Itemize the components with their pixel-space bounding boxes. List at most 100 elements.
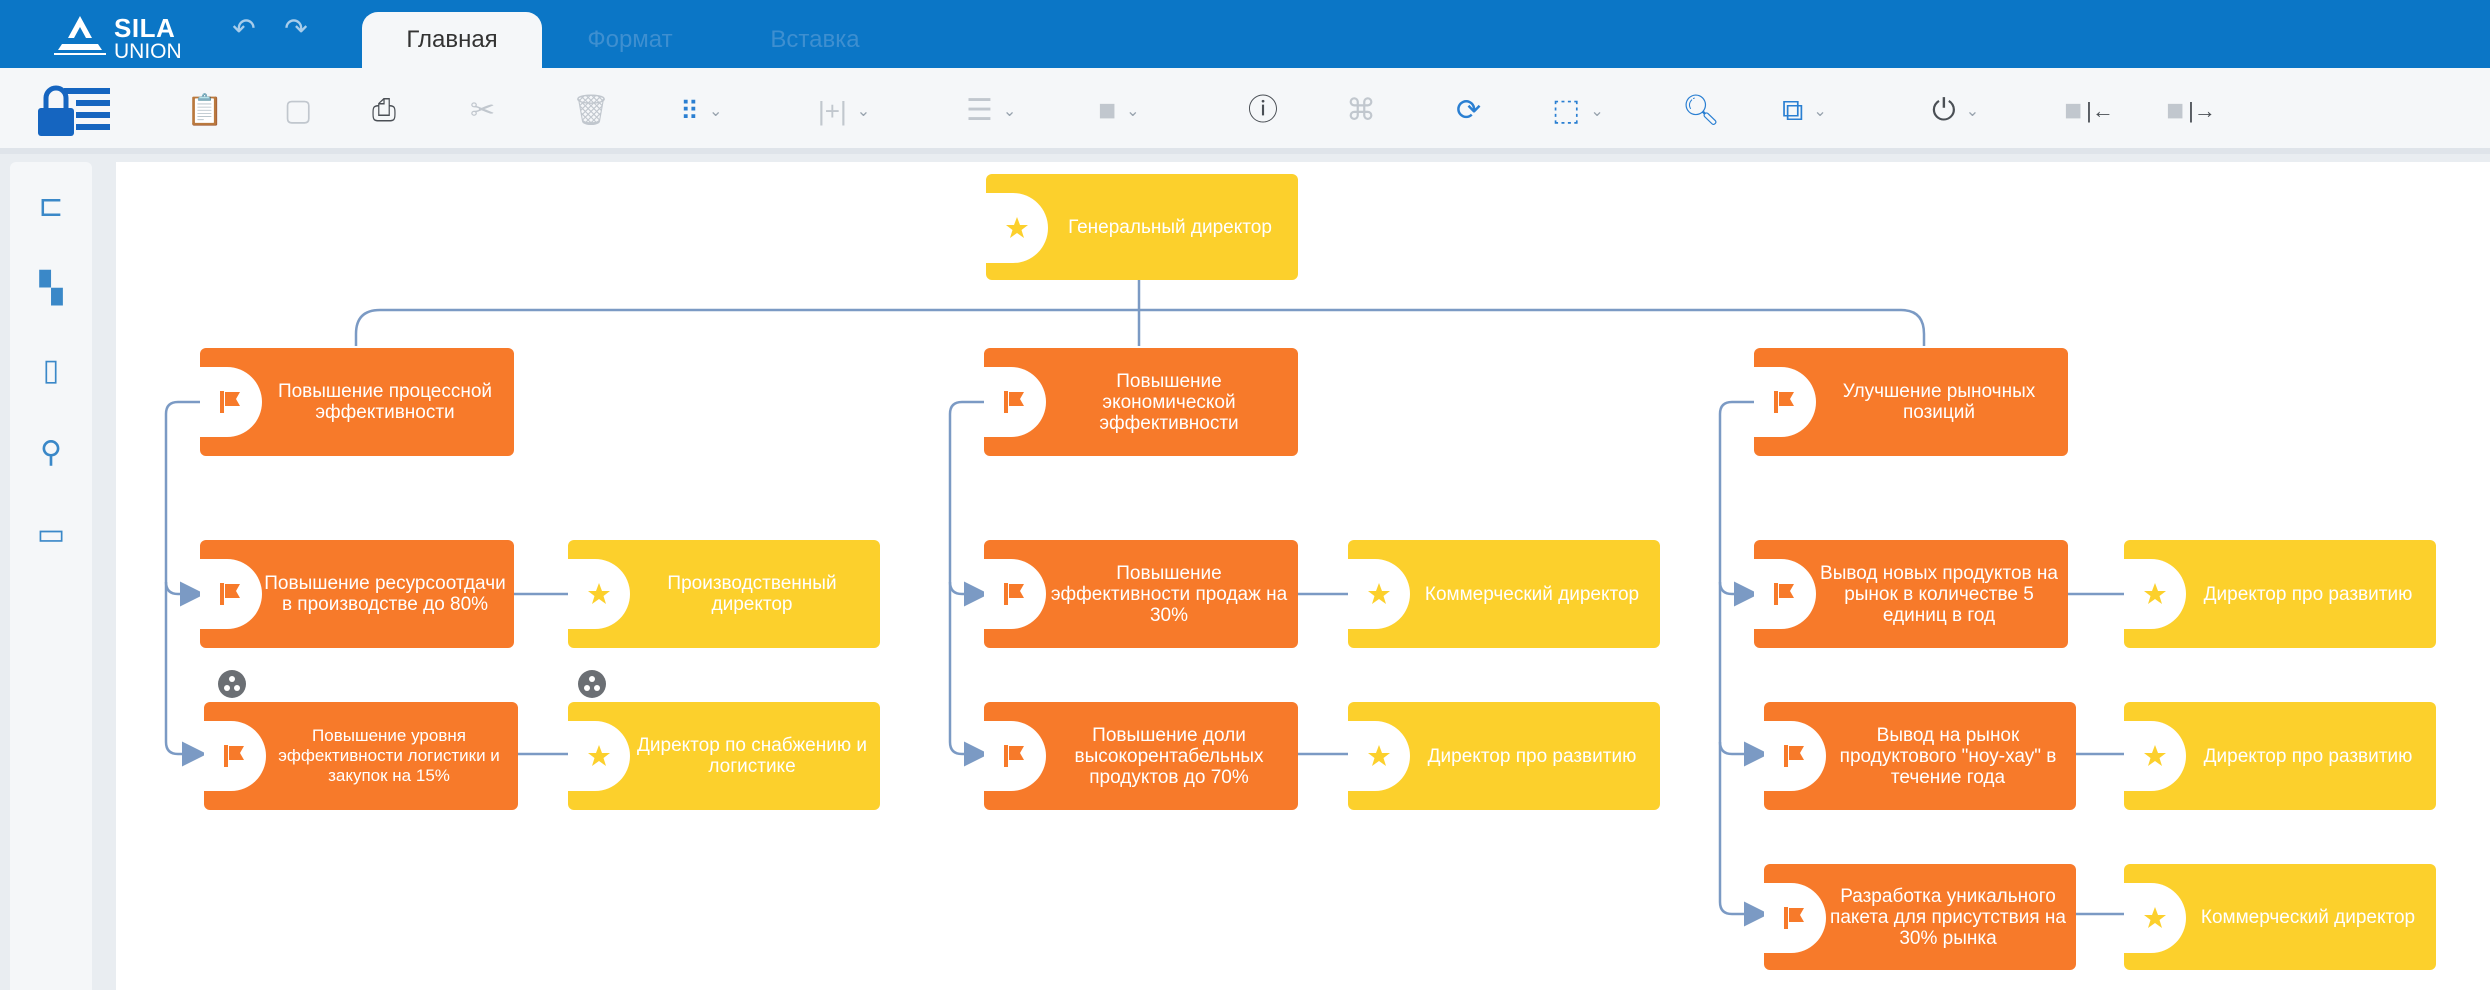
collapse-left-icon: ■ (2064, 94, 2083, 127)
expand-right-icon: ■ (2166, 94, 2185, 127)
flag-icon (1774, 391, 1794, 413)
toolbar: 📋 ▢ ⎙ ✂ 🗑 ⠿⌄ |+|⌄ ☰⌄ ■⌄ ⓘ ⌘ ⟳ ⬚⌄ 🔍︎ ⧉⌄ ⏻… (0, 68, 2490, 154)
diagram-canvas[interactable]: Генеральный директор Повышение процессно… (116, 162, 2490, 990)
node-subgoal[interactable]: Повышение ресурсоотдачи в производстве д… (200, 540, 514, 648)
node-subgoal[interactable]: Вывод на рынок продуктового "ноу-хау" в … (1764, 702, 2076, 810)
search-icon: 🔍︎ (1682, 94, 1721, 127)
comments-icon[interactable]: ▭ (36, 518, 66, 551)
chevron-down-icon: ⌄ (709, 103, 723, 120)
node-goal-market[interactable]: Улучшение рыночных позиций (1754, 348, 2068, 456)
undo-icon[interactable]: ↶ (232, 13, 256, 44)
refresh-button[interactable]: ⟳ (1456, 88, 1481, 134)
sub-chart-badge[interactable] (578, 670, 606, 698)
node-label: Директор про развитию (1427, 745, 1637, 767)
node-subgoal[interactable]: Вывод новых продуктов на рынок в количес… (1754, 540, 2068, 648)
power-dropdown[interactable]: ⏻⌄ (1932, 88, 1979, 134)
node-label: Вывод на рынок продуктового "ноу-хау" в … (1839, 724, 2057, 788)
copy-button[interactable]: ▢ (284, 88, 312, 134)
info-icon: ⓘ (1248, 94, 1278, 127)
lock-icon[interactable] (36, 82, 112, 138)
node-label: Вывод новых продуктов на рынок в количес… (1820, 562, 2058, 626)
print-button[interactable]: ⎙ (372, 88, 396, 134)
node-tag (1348, 721, 1410, 791)
flag-icon (224, 745, 244, 767)
power-icon: ⏻ (1932, 94, 1956, 127)
export-dropdown[interactable]: ⧉⌄ (1782, 88, 1827, 134)
node-tag (1754, 367, 1816, 437)
select-dropdown[interactable]: ⬚⌄ (1552, 88, 1604, 134)
node-label: Повышение ресурсоотдачи в производстве д… (264, 573, 506, 615)
tab-main[interactable]: Главная (362, 12, 542, 68)
collapse-left-button[interactable]: ■|← (2064, 94, 2114, 127)
paste-button[interactable]: 📋 (186, 88, 223, 134)
flag-icon (1784, 907, 1804, 929)
print-icon: ⎙ (372, 94, 396, 127)
node-label: Директор про развитию (2203, 745, 2413, 767)
redo-icon[interactable]: ↷ (284, 13, 308, 44)
flag-icon (220, 391, 240, 413)
insert-dropdown[interactable]: |+|⌄ (818, 88, 870, 134)
logo-text-union: UNION (114, 40, 182, 63)
node-tag (986, 193, 1048, 263)
node-label: Повышение процессной эффективности (277, 381, 493, 423)
hierarchy-button[interactable]: ⌘ (1346, 88, 1376, 134)
node-label: Разработка уникального пакета для присут… (1830, 885, 2066, 949)
shapes-icon[interactable]: ▚ (39, 272, 63, 305)
node-goal-process[interactable]: Повышение процессной эффективности (200, 348, 514, 456)
flag-icon (1004, 745, 1024, 767)
page-icon[interactable]: ▯ (42, 354, 60, 387)
node-subgoal[interactable]: Разработка уникального пакета для присут… (1764, 864, 2076, 970)
search-icon[interactable]: ⚲ (40, 436, 62, 469)
node-owner[interactable]: Коммерческий директор (2124, 864, 2436, 970)
node-tag (2124, 559, 2186, 629)
node-owner[interactable]: Производственный директор (568, 540, 880, 648)
node-subgoal[interactable]: Повышение эффективности продаж на 30% (984, 540, 1298, 648)
node-tag (984, 559, 1046, 629)
cut-button[interactable]: ✂ (470, 88, 495, 134)
node-subgoal[interactable]: Повышение уровня эффективности логистики… (204, 702, 518, 810)
logo-text-sila: SILA (114, 13, 176, 43)
node-tag (2124, 883, 2186, 953)
star-icon (1368, 745, 1390, 766)
node-label: Повышение экономической эффективности (1099, 370, 1239, 434)
delete-button[interactable]: 🗑 (572, 88, 610, 134)
align-dropdown[interactable]: ☰⌄ (966, 88, 1016, 134)
search-button[interactable]: 🔍︎ (1682, 88, 1720, 134)
sub-chart-badge[interactable] (218, 670, 246, 698)
node-label: Повышение доли высокорентабельных продук… (1074, 724, 1264, 788)
fill-color-icon: ■ (1098, 94, 1117, 127)
node-tag (204, 721, 266, 791)
node-root[interactable]: Генеральный директор (986, 174, 1298, 280)
left-sidebar: ⊏ ▚ ▯ ⚲ ▭ (10, 162, 92, 990)
node-owner[interactable]: Директор по снабжению и логистике (568, 702, 880, 810)
flag-icon (1004, 391, 1024, 413)
node-tag (1764, 883, 1826, 953)
node-owner[interactable]: Директор про развитию (1348, 702, 1660, 810)
flag-icon (1774, 583, 1794, 605)
node-label: Коммерческий директор (1424, 583, 1640, 605)
tab-insert[interactable]: Вставка (770, 26, 860, 53)
tree-icon[interactable]: ⊏ (38, 190, 64, 223)
expand-right-button[interactable]: ■|→ (2166, 94, 2216, 127)
node-tag (568, 559, 630, 629)
star-icon (588, 745, 610, 766)
layout-dropdown[interactable]: ⠿⌄ (680, 88, 722, 134)
node-tag (200, 367, 262, 437)
cut-icon: ✂ (470, 94, 496, 127)
flag-icon (1784, 745, 1804, 767)
node-tag (2124, 721, 2186, 791)
tab-format[interactable]: Формат (587, 26, 673, 53)
node-label: Повышение уровня эффективности логистики… (278, 726, 500, 785)
node-owner[interactable]: Директор про развитию (2124, 702, 2436, 810)
fill-dropdown[interactable]: ■⌄ (1098, 88, 1140, 134)
info-button[interactable]: ⓘ (1248, 88, 1278, 134)
select-icon: ⬚ (1552, 94, 1581, 127)
node-label: Генеральный директор (1068, 216, 1272, 238)
node-owner[interactable]: Коммерческий директор (1348, 540, 1660, 648)
node-goal-economic[interactable]: Повышение экономической эффективности (984, 348, 1298, 456)
refresh-icon: ⟳ (1456, 94, 1482, 127)
hierarchy-icon (224, 676, 240, 691)
logo-icon (54, 16, 106, 55)
node-subgoal[interactable]: Повышение доли высокорентабельных продук… (984, 702, 1298, 810)
node-owner[interactable]: Директор про развитию (2124, 540, 2436, 648)
